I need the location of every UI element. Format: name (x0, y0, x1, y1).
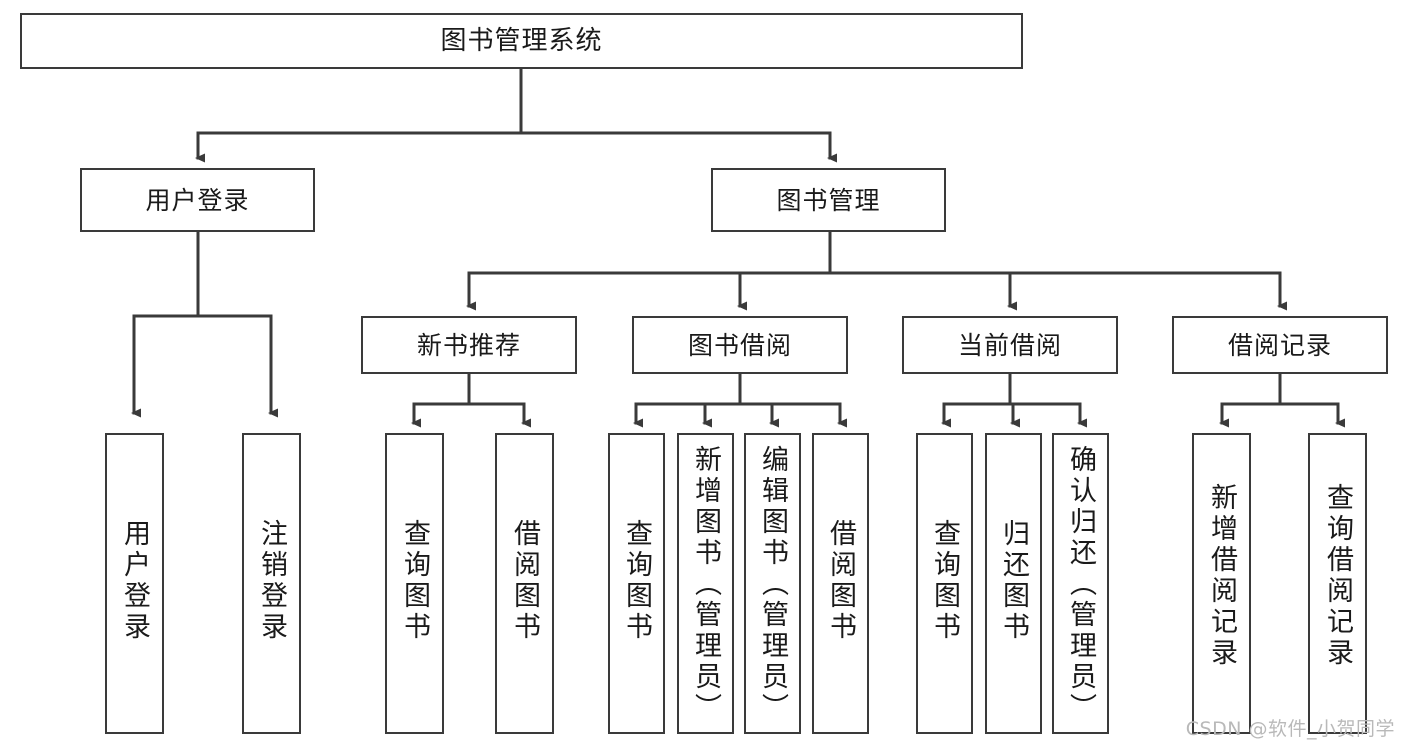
node-borrow-record[interactable]: 借阅记录 (1172, 316, 1388, 374)
node-label: 图书管理系统 (440, 25, 603, 56)
node-label: 用户登录 (119, 519, 150, 643)
leaf-edit-book-admin[interactable]: 编辑图书（管理员） (744, 433, 801, 734)
leaf-add-book-admin[interactable]: 新增图书（管理员） (677, 433, 734, 734)
leaf-query-book-1[interactable]: 查询图书 (385, 433, 444, 734)
node-label: 当前借阅 (957, 330, 1062, 360)
node-label: 注销登录 (256, 519, 287, 643)
node-label: 借阅图书 (825, 519, 856, 643)
node-label: 查询图书 (929, 519, 960, 643)
node-label: 新增图书（管理员） (690, 445, 721, 724)
csdn-watermark: CSDN @软件_小贺同学 (1185, 718, 1395, 740)
node-label: 查询图书 (621, 519, 652, 643)
leaf-borrow-book-1[interactable]: 借阅图书 (495, 433, 554, 734)
node-label: 借阅图书 (509, 519, 540, 643)
leaf-query-borrow-record[interactable]: 查询借阅记录 (1308, 433, 1367, 734)
node-label: 确认归还（管理员） (1065, 445, 1096, 724)
leaf-query-book-2[interactable]: 查询图书 (608, 433, 665, 734)
node-label: 图书借阅 (687, 330, 792, 360)
node-label: 编辑图书（管理员） (757, 445, 788, 724)
node-root-book-management-system[interactable]: 图书管理系统 (20, 13, 1023, 69)
node-label: 归还图书 (998, 519, 1029, 643)
leaf-user-login[interactable]: 用户登录 (105, 433, 164, 734)
leaf-query-book-3[interactable]: 查询图书 (916, 433, 973, 734)
node-label: 查询图书 (399, 519, 430, 643)
leaf-add-borrow-record[interactable]: 新增借阅记录 (1192, 433, 1251, 734)
leaf-borrow-book-2[interactable]: 借阅图书 (812, 433, 869, 734)
node-label: 新书推荐 (416, 330, 521, 360)
node-label: 新增借阅记录 (1206, 483, 1237, 669)
node-new-book-recommendation[interactable]: 新书推荐 (361, 316, 577, 374)
node-label: 用户登录 (145, 185, 250, 215)
node-book-borrow[interactable]: 图书借阅 (632, 316, 848, 374)
node-user-login[interactable]: 用户登录 (80, 168, 315, 232)
leaf-confirm-return-admin[interactable]: 确认归还（管理员） (1052, 433, 1109, 734)
node-label: 借阅记录 (1227, 330, 1332, 360)
node-label: 查询借阅记录 (1322, 483, 1353, 669)
node-label: 图书管理 (776, 185, 881, 215)
leaf-return-book[interactable]: 归还图书 (985, 433, 1042, 734)
node-current-borrow[interactable]: 当前借阅 (902, 316, 1118, 374)
leaf-logout[interactable]: 注销登录 (242, 433, 301, 734)
node-book-management[interactable]: 图书管理 (711, 168, 946, 232)
